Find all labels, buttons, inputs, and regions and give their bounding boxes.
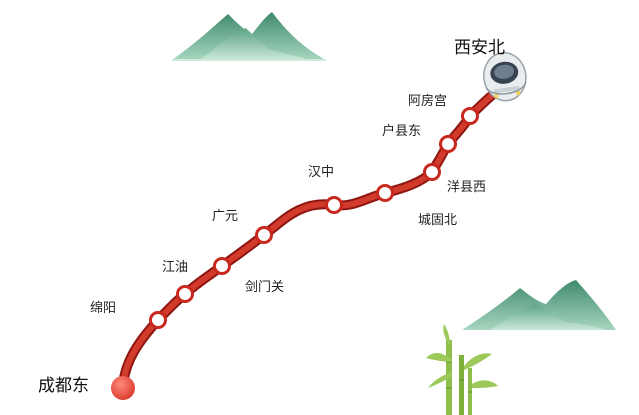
mountains-bottom-illustration bbox=[462, 280, 616, 330]
bamboo-illustration bbox=[426, 324, 498, 415]
station-marker-chengguobei[interactable] bbox=[376, 184, 394, 202]
station-marker-yangxianxi[interactable] bbox=[423, 163, 441, 181]
high-speed-train-icon[interactable] bbox=[481, 50, 529, 103]
station-label-guangyuan: 广元 bbox=[212, 209, 239, 224]
route-line bbox=[118, 87, 501, 391]
station-label-jiangyou: 江油 bbox=[162, 260, 189, 275]
station-label-xianbei: 西安北 bbox=[454, 38, 505, 58]
station-label-jianmenguan: 剑门关 bbox=[245, 280, 285, 295]
station-label-hanzhong: 汉中 bbox=[308, 165, 335, 180]
station-marker-hanzhong[interactable] bbox=[325, 196, 343, 214]
station-markers bbox=[149, 107, 479, 329]
station-label-huxiandong: 户县东 bbox=[382, 124, 422, 139]
station-marker-huxiandong[interactable] bbox=[439, 135, 457, 153]
station-marker-mianyang[interactable] bbox=[149, 311, 167, 329]
station-marker-jianmenguan[interactable] bbox=[213, 257, 231, 275]
mountains-top-illustration bbox=[172, 12, 326, 61]
station-marker-guangyuan[interactable] bbox=[255, 226, 273, 244]
station-label-chengguobei: 城固北 bbox=[418, 213, 458, 228]
station-marker-efanggong[interactable] bbox=[461, 107, 479, 125]
station-label-yangxianxi: 洋县西 bbox=[447, 180, 487, 195]
station-label-mianyang: 绵阳 bbox=[90, 301, 117, 316]
station-label-efanggong: 阿房宫 bbox=[408, 94, 448, 109]
terminus-start-marker[interactable] bbox=[111, 376, 135, 400]
station-label-chengdudong: 成都东 bbox=[38, 376, 89, 396]
station-marker-jiangyou[interactable] bbox=[176, 285, 194, 303]
